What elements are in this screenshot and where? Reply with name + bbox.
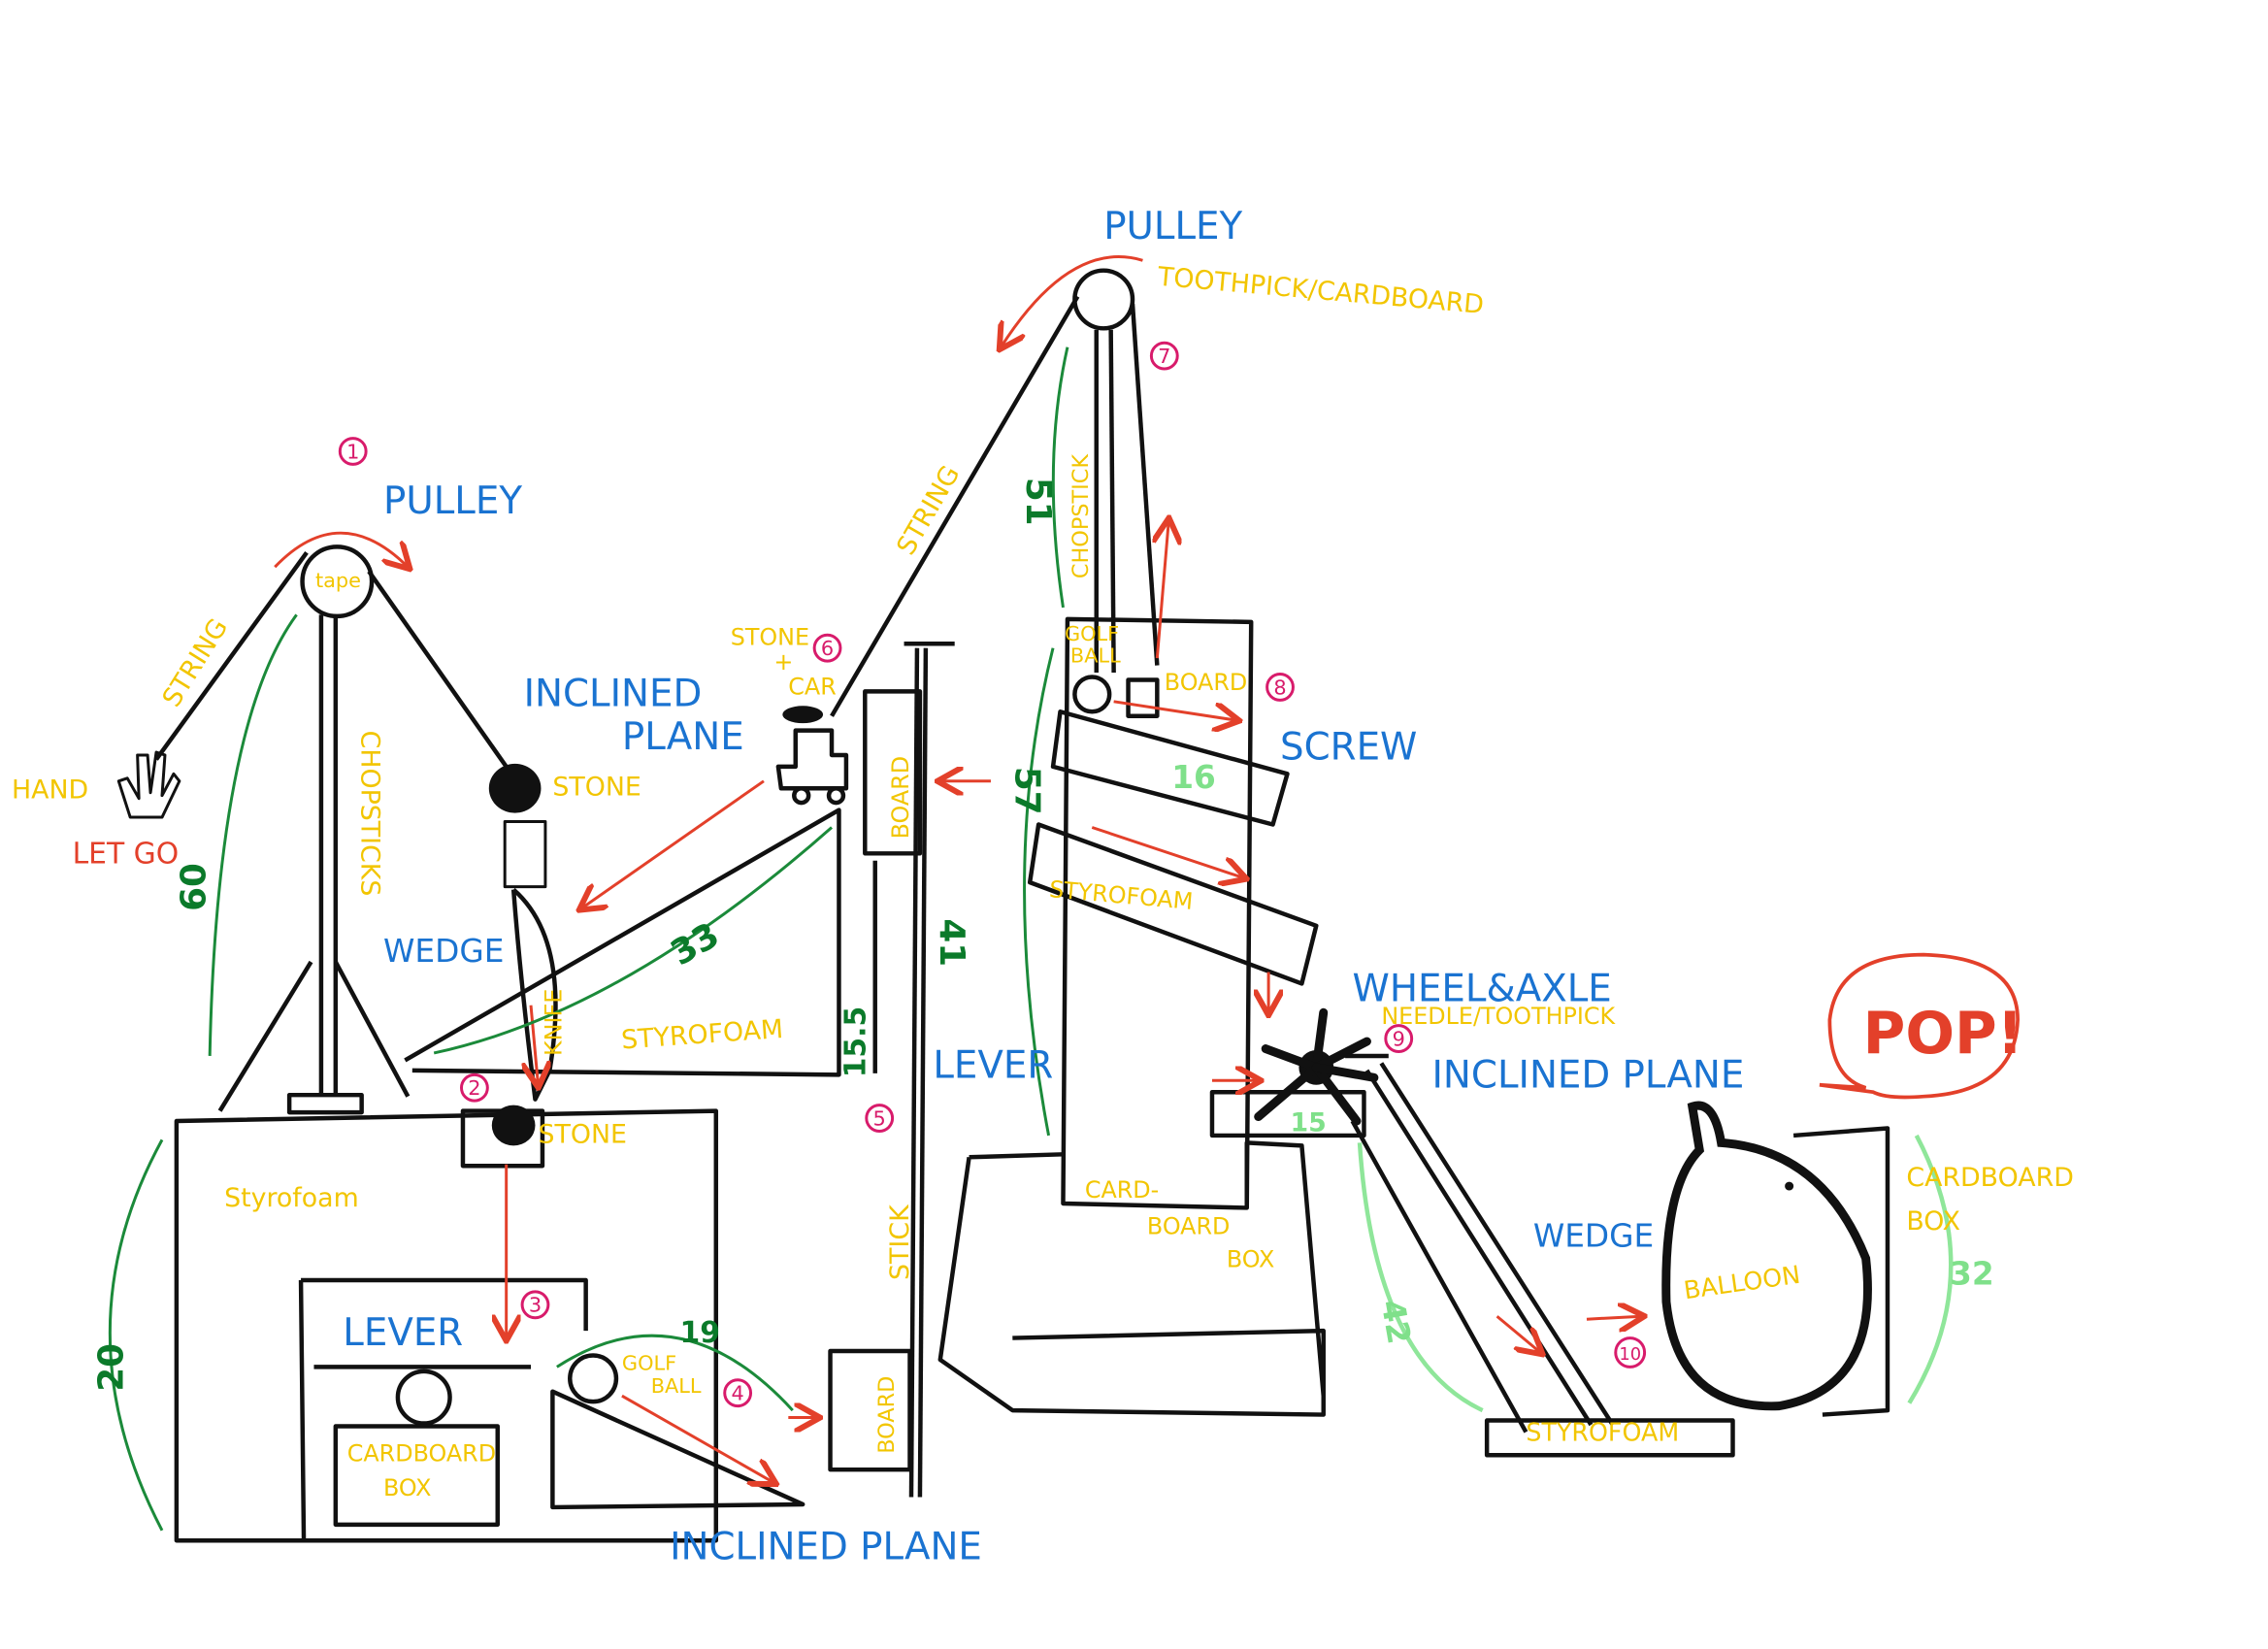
step-4: 4 xyxy=(732,1382,744,1405)
label-needle-toothpick: NEEDLE/TOOTHPICK xyxy=(1381,1003,1616,1030)
pulley-wheel-top xyxy=(1072,268,1135,331)
label-cardboard-box-left-1: CARDBOARD xyxy=(347,1439,496,1467)
label-chopstick: CHOPSTICK xyxy=(1068,453,1094,578)
step-9: 9 xyxy=(1393,1028,1405,1051)
label-stone-car-1: STONE xyxy=(731,624,809,651)
hand-icon xyxy=(116,750,181,819)
measure-lines xyxy=(108,346,1954,1532)
label-cardboard-box-center-2: BOARD xyxy=(1147,1212,1230,1239)
wheel-axle-drawing xyxy=(1254,1007,1379,1126)
label-cardboard-box-center-3: BOX xyxy=(1227,1246,1274,1273)
pop-speech-bubble xyxy=(1819,952,2020,1100)
label-styrofoam-ramp: STYROFOAM xyxy=(620,1014,784,1056)
label-let-go: LET GO xyxy=(73,838,180,872)
step-5: 5 xyxy=(873,1106,886,1130)
measure-16: 16 xyxy=(1171,759,1216,796)
label-wheel-axle: WHEEL&AXLE xyxy=(1353,967,1612,1010)
step-markers: 1 2 3 4 5 6 7 8 9 10 xyxy=(338,341,1647,1408)
measure-32: 32 xyxy=(1950,1255,1994,1292)
label-stone-car-2: + xyxy=(773,648,793,676)
step-8: 8 xyxy=(1273,676,1286,699)
measure-15: 15 xyxy=(1290,1107,1326,1138)
measurement-labels: 60 51 57 33 41 15.5 20 19 16 15 42 32 xyxy=(92,478,1994,1392)
label-stone-car-3: CAR xyxy=(788,673,837,700)
label-toothpick-cardboard: TOOTHPICK/CARDBOARD xyxy=(1156,262,1485,320)
step-7: 7 xyxy=(1158,345,1170,368)
structure-drawing xyxy=(116,268,1890,1543)
label-stone-hanging: STONE xyxy=(552,773,641,803)
label-lever-middle: LEVER xyxy=(933,1043,1053,1087)
label-string-left: STRING xyxy=(157,613,235,712)
label-golf-ball-upper-1: GOLF xyxy=(1065,622,1119,645)
label-cardboard-box-right-1: CARDBOARD xyxy=(1906,1163,2074,1193)
label-chopsticks: CHOPSTICKS xyxy=(355,731,385,897)
measure-41: 41 xyxy=(932,918,971,967)
label-wedge-left: WEDGE xyxy=(383,933,504,970)
label-pop: POP! xyxy=(1863,1001,2023,1068)
step-3: 3 xyxy=(529,1294,542,1317)
label-inclined-plane-right: INCLINED PLANE xyxy=(1432,1054,1745,1098)
stone-hanging xyxy=(488,763,542,813)
label-cardboard-box-left-2: BOX xyxy=(383,1474,431,1501)
balloon-drawing xyxy=(1661,1101,1872,1411)
label-stone-lower: STONE xyxy=(538,1119,627,1149)
label-board-screw: BOARD xyxy=(1165,669,1247,696)
step-10: 10 xyxy=(1619,1344,1641,1365)
label-knife: KNIFE xyxy=(540,989,567,1056)
label-golf-ball-upper-2: BALL xyxy=(1070,644,1121,668)
measure-51: 51 xyxy=(1018,478,1058,526)
label-wedge-right: WEDGE xyxy=(1533,1218,1654,1255)
label-pulley-left: PULLEY xyxy=(383,479,522,523)
action-labels: LET GO POP! xyxy=(73,838,2023,1100)
label-screw: SCREW xyxy=(1280,725,1417,769)
label-pulley-top: PULLEY xyxy=(1103,205,1242,248)
label-cardboard-box-right-2: BOX xyxy=(1906,1206,1960,1237)
measure-19: 19 xyxy=(680,1316,720,1350)
measure-57: 57 xyxy=(1006,767,1046,815)
label-board-upper: BOARD xyxy=(887,756,914,839)
label-tape: tape xyxy=(315,569,361,592)
measure-33: 33 xyxy=(665,915,727,973)
label-string-right: STRING xyxy=(891,461,966,561)
step-1: 1 xyxy=(346,440,359,463)
label-balloon: BALLOON xyxy=(1682,1260,1802,1305)
label-styrofoam-screw: STYROFOAM xyxy=(1048,875,1194,915)
machine-labels: PULLEY PULLEY INCLINED PLANE SCREW WEDGE… xyxy=(343,205,1744,1569)
label-inclined-plane-bottom: INCLINED PLANE xyxy=(670,1526,982,1569)
label-board-lower: BOARD xyxy=(874,1376,900,1454)
measure-42: 42 xyxy=(1373,1297,1417,1347)
label-inclined-plane-upper-2: PLANE xyxy=(622,715,744,759)
label-golf-ball-lower-1: GOLF xyxy=(622,1351,676,1374)
label-styrofoam-bottom: STYROFOAM xyxy=(1526,1417,1679,1446)
measure-15-5: 15.5 xyxy=(838,1006,872,1078)
measure-20: 20 xyxy=(92,1343,132,1392)
label-cardboard-box-center-1: CARD- xyxy=(1085,1176,1159,1204)
step-6: 6 xyxy=(821,637,834,660)
label-styrofoam-base: Styrofoam xyxy=(224,1183,359,1213)
label-inclined-plane-upper-1: INCLINED xyxy=(524,672,703,715)
label-lever-left: LEVER xyxy=(343,1311,463,1355)
label-golf-ball-lower-2: BALL xyxy=(651,1374,702,1398)
motion-arrows xyxy=(274,255,1641,1483)
label-stick: STICK xyxy=(885,1204,915,1280)
measure-60: 60 xyxy=(175,863,214,911)
label-hand: HAND xyxy=(12,775,88,806)
step-2: 2 xyxy=(468,1076,480,1100)
